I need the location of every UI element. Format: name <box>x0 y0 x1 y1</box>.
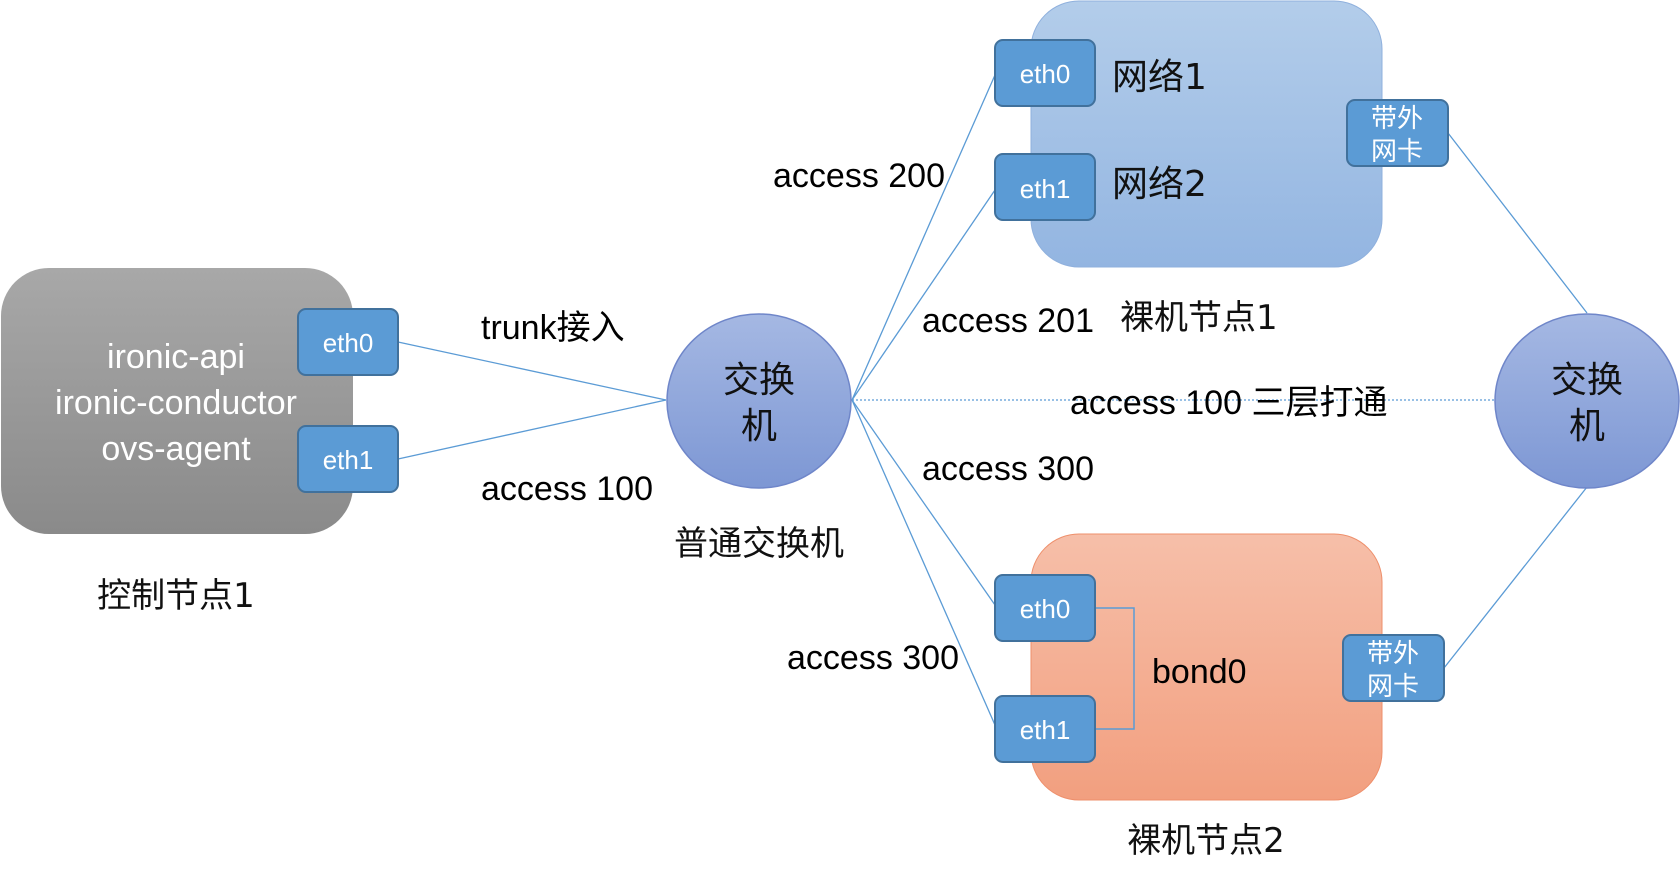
bare-node-1-network-1: 网络1 <box>1112 57 1207 98</box>
control-node-line-agent: ovs-agent <box>101 430 251 468</box>
bare-node-1-oob-label-1: 带外 <box>1371 104 1423 134</box>
switch-main-label-2: 机 <box>741 406 777 447</box>
bare-node-2-port-eth1-label: eth1 <box>1020 715 1071 745</box>
label-ctrl-access-100: access 100 <box>481 470 653 508</box>
switch-right-label-2: 机 <box>1569 406 1605 447</box>
label-trunk: trunk接入 <box>481 309 625 347</box>
bare-node-1-port-eth1: eth1 <box>994 153 1096 221</box>
bare-node-1-port-eth0: eth0 <box>994 39 1096 107</box>
bare-node-2-oob-label-1: 带外 <box>1367 639 1419 669</box>
switch-right: 交换 机 <box>1494 313 1680 489</box>
bare-node-1: eth0 eth1 网络1 网络2 带外 网卡 <box>994 0 1449 268</box>
bare-node-2-oob-nic: 带外 网卡 <box>1342 634 1445 702</box>
bare-node-2-port-eth0: eth0 <box>994 574 1096 642</box>
control-node-port-eth1: eth1 <box>297 425 399 493</box>
link-bm2-oob-switch <box>1443 486 1588 669</box>
label-access-200: access 200 <box>773 157 945 195</box>
bare-node-2-oob-label-2: 网卡 <box>1367 672 1419 702</box>
link-switch-bm2-eth1 <box>851 399 996 726</box>
bare-node-1-port-eth0-label: eth0 <box>1020 59 1071 89</box>
switch-main-caption: 普通交换机 <box>674 524 844 564</box>
link-switch-bm1-eth1 <box>851 189 996 401</box>
link-switch-bm1-eth0 <box>851 74 996 401</box>
link-switch-bm2-eth0 <box>851 399 996 606</box>
bare-node-1-caption: 裸机节点1 <box>1120 298 1278 338</box>
switch-right-label-1: 交换 <box>1551 360 1623 401</box>
connection-lines <box>397 74 1588 726</box>
label-l3: access 100 三层打通 <box>1070 384 1387 422</box>
label-access-300-upper: access 300 <box>922 450 1094 488</box>
bare-node-2-port-eth1: eth1 <box>994 695 1096 763</box>
control-node-port-eth1-label: eth1 <box>323 445 374 475</box>
link-ctrl-eth0-switch <box>397 341 667 401</box>
bare-node-1-network-2: 网络2 <box>1112 164 1207 205</box>
bare-node-2-caption: 裸机节点2 <box>1127 821 1285 861</box>
control-node-line-conductor: ironic-conductor <box>55 384 297 422</box>
label-access-300-lower: access 300 <box>787 639 959 677</box>
bare-node-1-port-eth1-label: eth1 <box>1020 174 1071 204</box>
bare-node-2: eth0 eth1 bond0 带外 网卡 <box>994 533 1445 801</box>
switch-main: 交换 机 <box>666 313 852 489</box>
control-node-caption: 控制节点1 <box>97 576 255 616</box>
link-bm1-oob-switch <box>1447 132 1588 314</box>
control-node: ironic-api ironic-conductor ovs-agent et… <box>1 268 399 534</box>
bond-bracket <box>1095 607 1135 730</box>
bare-node-1-oob-nic: 带外 网卡 <box>1346 99 1449 167</box>
control-node-port-eth0: eth0 <box>297 308 399 376</box>
control-node-line-api: ironic-api <box>107 338 245 376</box>
bare-node-2-port-eth0-label: eth0 <box>1020 594 1071 624</box>
switch-main-label-1: 交换 <box>723 360 795 401</box>
control-node-port-eth0-label: eth0 <box>323 328 374 358</box>
control-node-box <box>1 268 353 534</box>
label-access-201: access 201 <box>922 302 1094 340</box>
bare-node-2-bond-label: bond0 <box>1152 653 1247 691</box>
bare-node-1-oob-label-2: 网卡 <box>1371 137 1423 167</box>
link-ctrl-eth1-switch <box>397 399 667 460</box>
